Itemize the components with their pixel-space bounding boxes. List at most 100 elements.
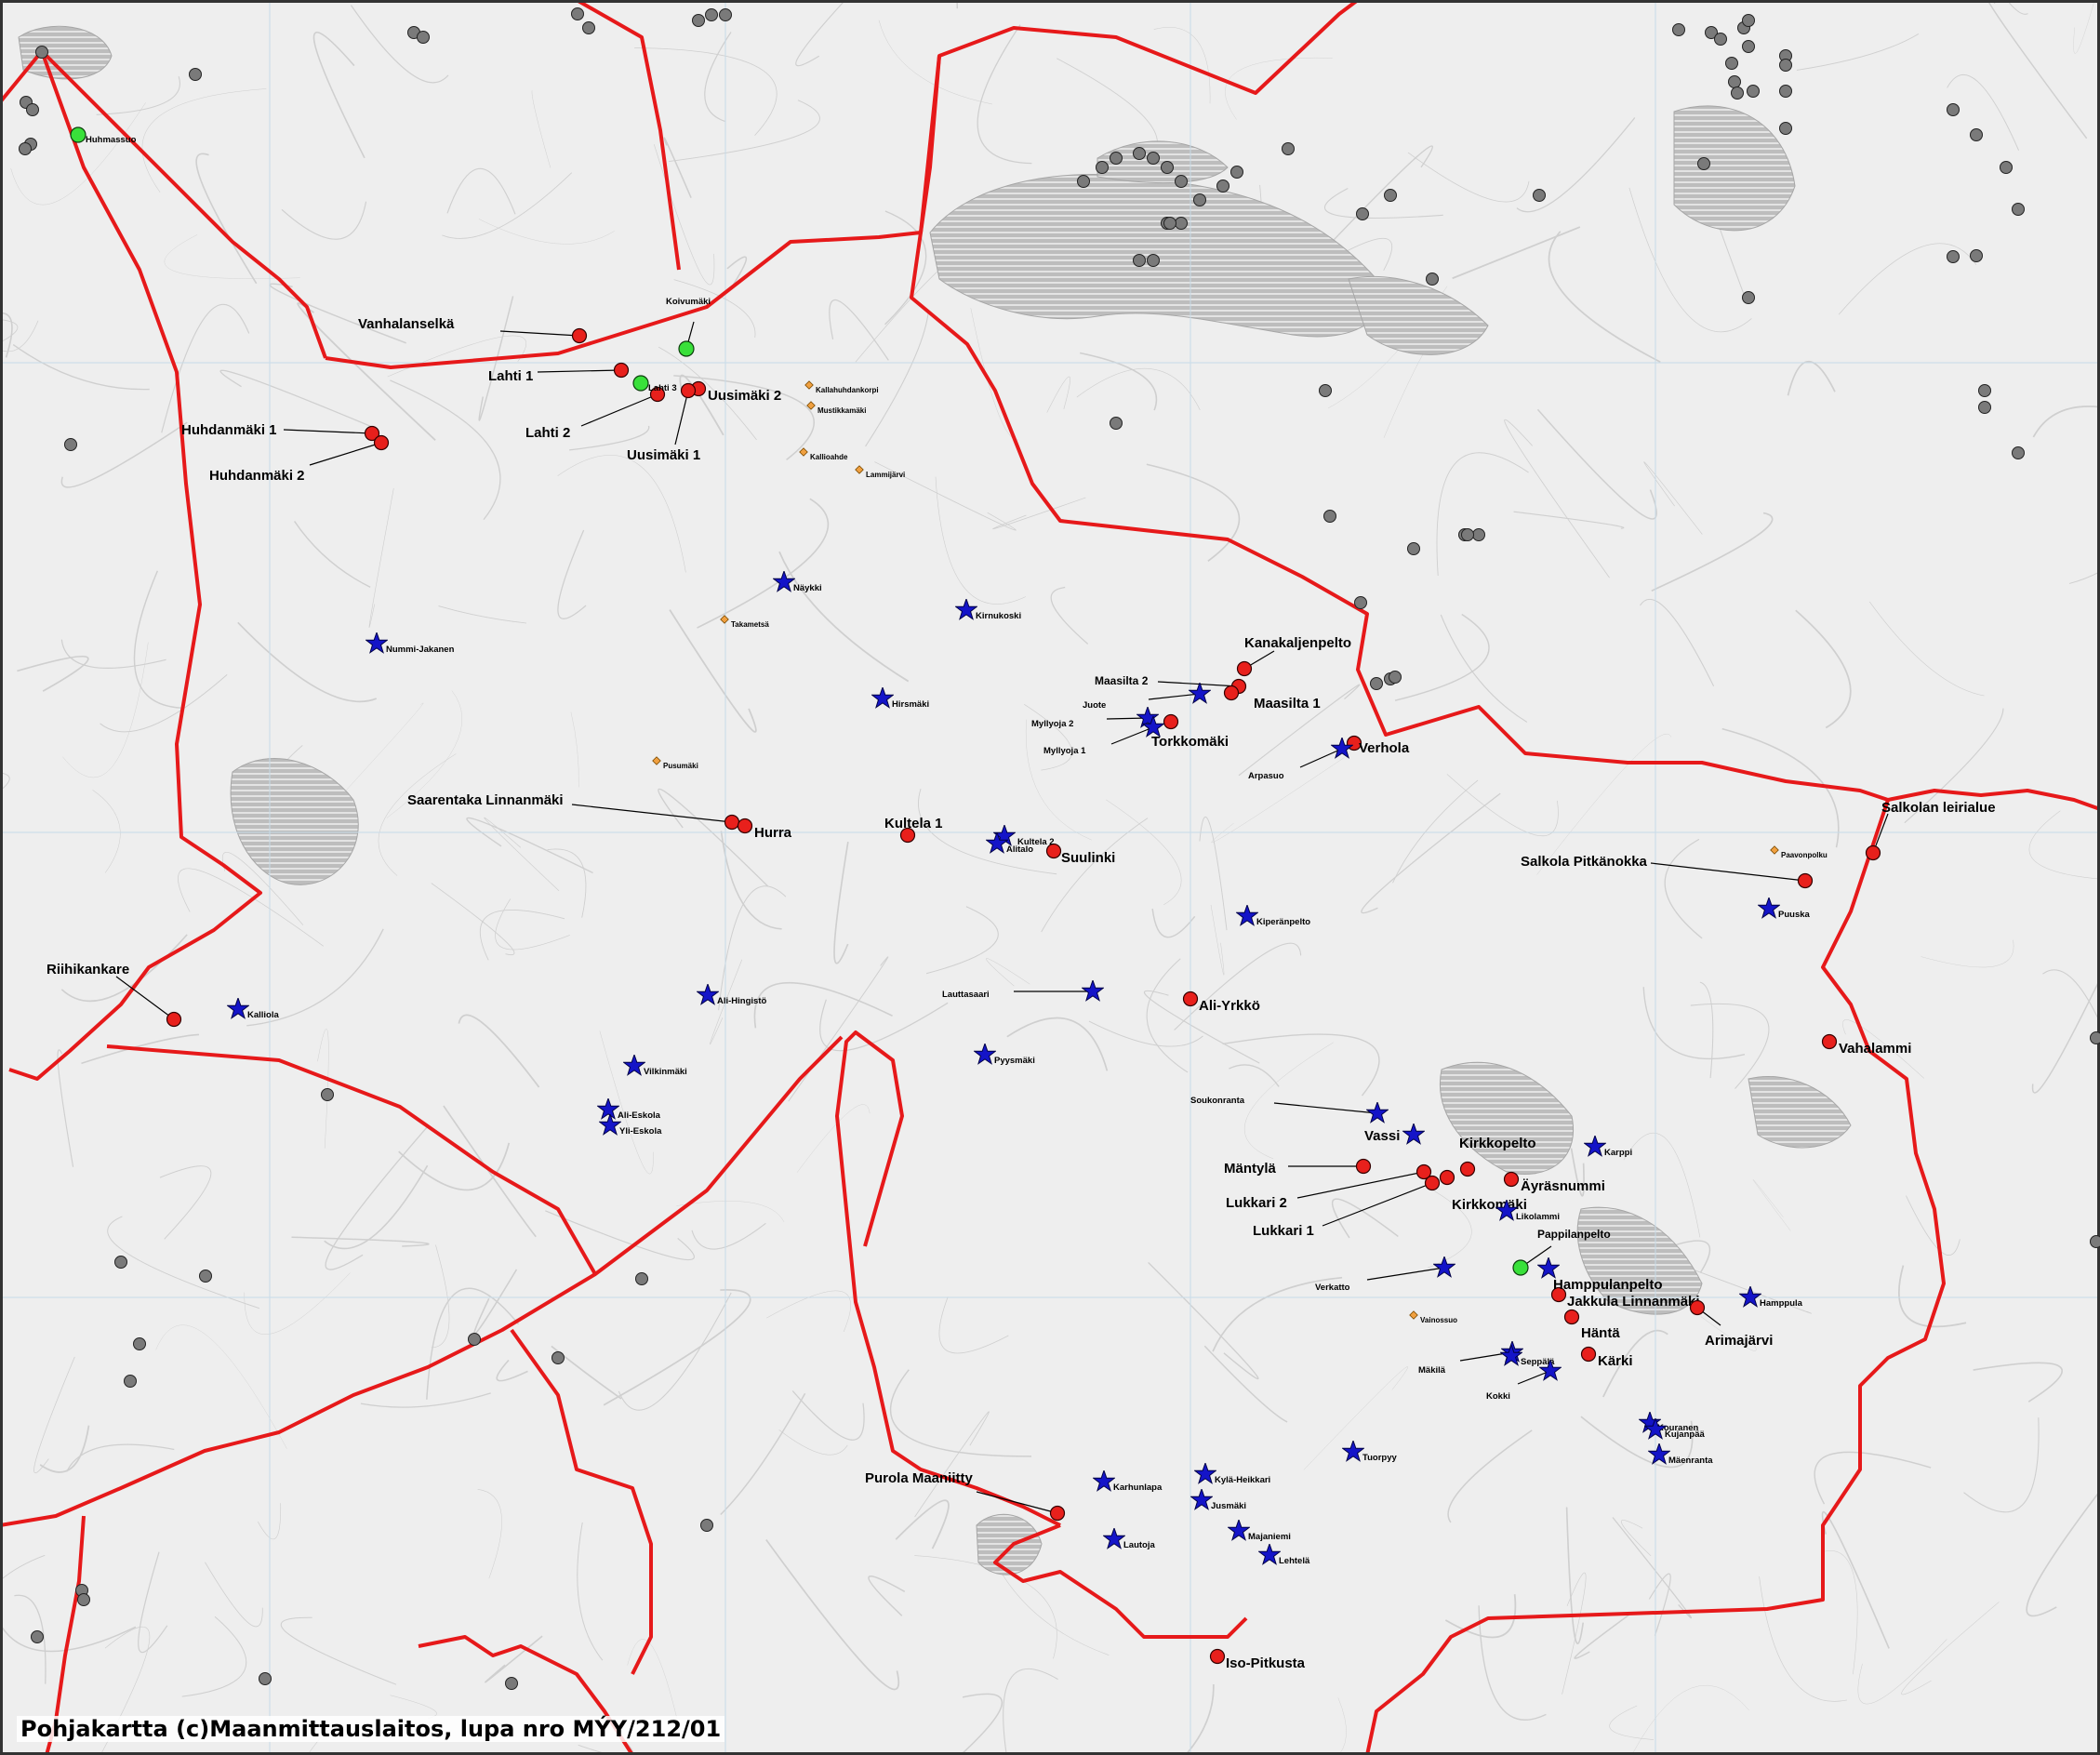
site-soukonranta[interactable]: Soukonranta [1190,1096,1389,1123]
site-hamppulanpelto[interactable]: Hamppulanpelto [1537,1257,1663,1293]
site-majaniemi[interactable]: Majaniemi [1228,1520,1291,1542]
site-kiperanpelto[interactable]: Kiperänpelto [1236,905,1311,927]
site-kyla-heikkari[interactable]: Kylä-Heikkari [1194,1463,1271,1485]
site-seppala[interactable]: Seppälä [1500,1345,1556,1367]
site-myllyoja-1[interactable]: Myllyoja 1 [1043,716,1164,756]
site-vassi[interactable]: Vassi [1364,1123,1425,1145]
site-arpasuo[interactable]: Arpasuo [1248,738,1353,781]
label-salkolan-leirialue: Salkolan leirialue [1881,800,1996,816]
site-kujanpaa[interactable]: Kujanpää [1644,1418,1706,1440]
site-lauttasaari[interactable]: Lauttasaari [942,980,1104,1002]
site-hanta[interactable]: Häntä [1563,1309,1621,1342]
site-hurra[interactable]: Hurra [737,818,792,842]
site-naykki[interactable]: Näykki [773,571,822,593]
leader-lukkari-2 [1296,1171,1425,1199]
site-jakkula-linnanmaki[interactable]: Jakkula Linnanmäki [1550,1286,1700,1310]
red-site-marker [373,434,390,451]
site-maasilta-1[interactable]: Maasilta 1 [1223,685,1321,712]
red-site-marker [1689,1299,1706,1316]
site-iso-pitkusta[interactable]: Iso-Pitkusta [1209,1648,1306,1672]
grey-site-marker [1705,26,1718,39]
site-arimajarvi[interactable]: Arimajärvi [1689,1299,1774,1349]
site-lahti-1[interactable]: Lahti 1 [488,362,630,385]
site-kirnukoski[interactable]: Kirnukoski [955,599,1022,621]
site-vainossuo[interactable]: Vainossuo [1409,1310,1457,1324]
site-pusumaki[interactable]: Pusumäki [652,756,698,770]
site-kokki[interactable]: Kokki [1486,1360,1562,1402]
label-pyysmaki: Pyysmäki [994,1056,1035,1066]
site-kallahuhdankorpi[interactable]: Kallahuhdankorpi [804,380,879,394]
grey-site-marker [1725,57,1738,70]
site-saarentaka-linnanmaki[interactable]: Saarentaka Linnanmäki [407,792,740,831]
site-salkolan-leirialue[interactable]: Salkolan leirialue [1865,800,1996,861]
grey-site-marker [1110,417,1123,430]
site-huhmassuo[interactable]: Huhmassuo [70,126,137,145]
site-pyysmaki[interactable]: Pyysmäki [974,1044,1035,1066]
site-uusimaki-1[interactable]: Uusimäki 1 [627,382,700,464]
site-nummi-jakanen[interactable]: Nummi-Jakanen [366,632,455,655]
site-lehtela[interactable]: Lehtelä [1258,1544,1310,1566]
site-vahalammi[interactable]: Vahalammi [1821,1033,1912,1057]
site-lammijarvi[interactable]: Lammijärvi [855,465,905,479]
site-suulinki[interactable]: Suulinki [1045,843,1116,867]
site-salkola-pitkanokka[interactable]: Salkola Pitkänokka [1521,854,1814,889]
site-maenranta[interactable]: Mäenranta [1648,1443,1714,1466]
site-karki[interactable]: Kärki [1580,1346,1633,1370]
site-kalliola[interactable]: Kalliola [227,998,280,1020]
grey-site-marker [1163,217,1176,230]
site-huhdanmaki-1[interactable]: Huhdanmäki 1 [181,422,380,442]
site-lukkari-2[interactable]: Lukkari 2 [1226,1163,1432,1212]
grey-site-marker [1714,33,1727,46]
site-lukkari-1[interactable]: Lukkari 1 [1253,1175,1441,1240]
site-alitalo[interactable]: Alitalo [986,832,1034,855]
site-pappilanpelto[interactable]: Pappilanpelto [1512,1228,1611,1276]
site-puuska[interactable]: Puuska [1758,897,1811,920]
site-myllyoja-2[interactable]: Myllyoja 2 [1031,707,1159,729]
site-hamppula[interactable]: Hamppula [1739,1286,1803,1309]
site-kirkkopelto[interactable]: Kirkkopelto [1459,1136,1536,1177]
site-lautoja[interactable]: Lautoja [1103,1528,1156,1550]
site-karppi[interactable]: Karppi [1584,1136,1632,1158]
site-torkkomaki[interactable]: Torkkomäki [1151,713,1229,751]
site-kouranen[interactable]: Kouranen [1639,1412,1699,1433]
site-ayrasnummi[interactable]: Äyräsnummi [1503,1171,1605,1195]
grey-site-marker [1230,166,1243,179]
label-riihikankare: Riihikankare [47,962,129,977]
site-huhdanmaki-2[interactable]: Huhdanmäki 2 [209,434,390,485]
site-koivumaki[interactable]: Koivumäki [666,297,711,357]
site-makila[interactable]: Mäkilä [1418,1341,1523,1376]
site-kultela-2[interactable]: Kultela 2 [993,825,1055,847]
site-hirsmaki[interactable]: Hirsmäki [871,687,930,710]
site-ali-hingisto[interactable]: Ali-Hingistö [697,984,767,1006]
site-paavonpolku[interactable]: Paavonpolku [1770,845,1828,859]
site-purola-maaniitty[interactable]: Purola Maaniitty [865,1470,1066,1522]
site-mantyla[interactable]: Mäntylä [1224,1158,1372,1177]
leader-lahti-2 [580,393,658,427]
site-kultela-1[interactable]: Kultela 1 [884,816,943,844]
site-riihikankare[interactable]: Riihikankare [47,962,182,1028]
site-mustikkamaki[interactable]: Mustikkamäki [806,401,867,415]
site-lahti-3[interactable]: Lahti 3 [632,375,677,393]
site-jusmaki[interactable]: Jusmäki [1190,1489,1246,1511]
site-kanakaljenpelto[interactable]: Kanakaljenpelto [1236,635,1352,677]
site-karhunlapa[interactable]: Karhunlapa [1093,1470,1163,1493]
site-verkatto[interactable]: Verkatto [1315,1256,1455,1293]
site-ali-eskola[interactable]: Ali-Eskola [597,1098,661,1121]
site-kallioahde[interactable]: Kallioahde [799,447,848,461]
site-vilkinmaki[interactable]: Vilkinmäki [623,1055,687,1077]
site-tuorpyy[interactable]: Tuorpyy [1342,1441,1398,1463]
site-lahti-2[interactable]: Lahti 2 [525,386,666,442]
site-takametsa[interactable]: Takametsä [720,615,770,629]
green-site-marker [632,375,649,392]
label-lukkari-2: Lukkari 2 [1226,1195,1287,1211]
site-likolammi[interactable]: Likolammi [1495,1200,1560,1222]
site-ali-yrkko[interactable]: Ali-Yrkkö [1182,991,1260,1015]
site-yli-eskola[interactable]: Yli-Eskola [599,1114,663,1137]
site-vanhalanselka[interactable]: Vanhalanselkä [358,316,588,344]
site-juote[interactable]: Juote [1083,683,1211,711]
label-myllyoja-2: Myllyoja 2 [1031,719,1073,729]
site-uusimaki-2[interactable]: Uusimäki 2 [690,380,782,405]
